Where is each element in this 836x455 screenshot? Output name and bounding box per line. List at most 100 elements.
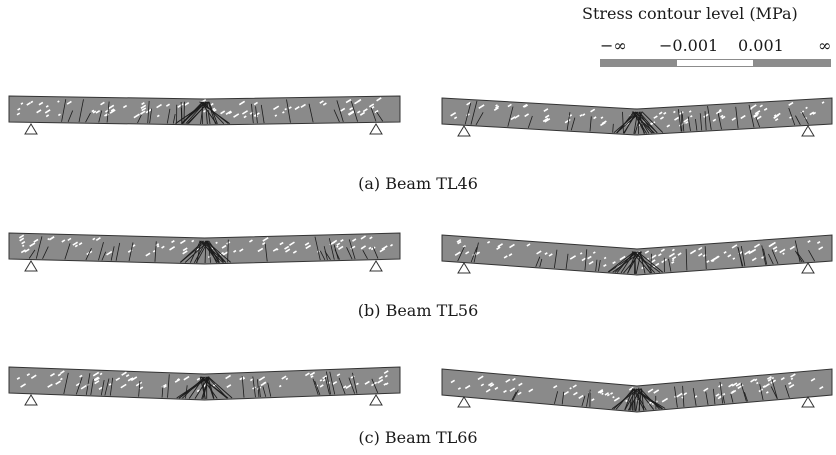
crack-line [101,251,107,261]
crack-line [200,376,228,399]
crack-line [241,376,245,398]
stress-spot [489,383,495,388]
crack-line [457,246,465,262]
stress-spot [282,111,285,114]
crack-line [705,391,709,405]
stress-spot [342,385,347,389]
crack-line [638,111,645,134]
stress-spot [505,378,511,383]
stress-spot [221,244,227,249]
stress-spot [94,377,100,382]
stress-spot [171,239,175,244]
crack-line [650,253,652,274]
stress-spot [544,252,548,256]
stress-spot [132,244,136,248]
stress-spot [98,386,103,390]
caption-beam-tl66: (c) Beam TL66 [358,428,478,447]
stress-spot [109,109,116,114]
crack-line [512,389,519,401]
crack-line [638,388,642,411]
stress-spot [653,115,658,119]
stress-spot [544,118,551,123]
crack-line [507,106,514,127]
crack-line [166,108,171,124]
crack-line [98,241,104,261]
stress-spot [38,101,44,106]
crack-line [589,116,592,132]
crack-line [744,392,748,402]
legend-title: Stress contour level (MPa) [582,4,798,23]
stress-spot [612,261,616,265]
stress-spot [762,385,766,388]
stress-spot [765,391,769,394]
stress-spot [715,109,722,115]
stress-spot [347,110,355,116]
crack-line [511,391,517,401]
stress-spot [661,397,669,403]
stress-spot [493,107,499,111]
crack-line [262,386,267,397]
stress-spot [754,110,761,115]
beam-left-1 [8,95,401,135]
stress-spot [770,379,777,384]
stress-spot [30,374,37,379]
stress-spot [779,248,786,254]
stress-spot [466,101,472,106]
stress-spot [94,380,100,385]
stress-spot [727,254,732,258]
stress-spot [507,103,512,108]
crack-line [372,247,379,259]
crack-line [475,112,484,126]
stress-spot [503,255,508,259]
stress-spot [600,116,604,119]
stress-spot [345,98,352,104]
stress-spot [369,236,373,240]
stress-spot [485,388,491,393]
crack-line [196,240,202,263]
stress-spot [812,111,817,115]
stress-spot [319,379,323,382]
stress-spot [18,234,25,239]
crack-line [707,106,712,130]
crack-line [207,376,215,399]
stress-spot [553,384,558,389]
crack-line [195,240,209,264]
right-support-icon [369,123,383,135]
stress-spot [182,250,188,255]
stress-spot [740,114,746,120]
stress-spot [274,114,278,117]
crack-line [788,107,796,126]
stress-spot [156,245,160,248]
stress-spot [33,238,39,243]
stress-spot [140,110,146,115]
stress-spot [712,118,717,122]
stress-spot [26,373,31,377]
crack-line [639,251,646,274]
crack-line [98,110,103,123]
stress-spot [80,384,87,390]
stress-spot [319,384,324,388]
crack-line [685,248,688,271]
right-support-icon [801,125,815,137]
crack-line [808,249,816,262]
crack-line [264,243,268,262]
stress-spot [364,380,370,385]
stress-spot [233,113,240,118]
stress-spot [590,108,596,113]
crack-line [255,106,258,124]
stress-spot [305,244,312,250]
stress-spot [628,386,634,391]
crack-line [338,377,346,395]
crack-line [314,236,321,261]
crack-line [110,246,115,261]
crack-line [370,107,377,122]
stress-spot [16,376,21,380]
crack-line [115,242,121,261]
stress-spot [603,264,607,268]
stress-spot [671,248,675,252]
crack-line [28,249,36,259]
stress-spot [668,252,675,258]
crack-line [565,253,569,269]
stress-spot [219,251,224,256]
stress-spot [182,247,188,252]
